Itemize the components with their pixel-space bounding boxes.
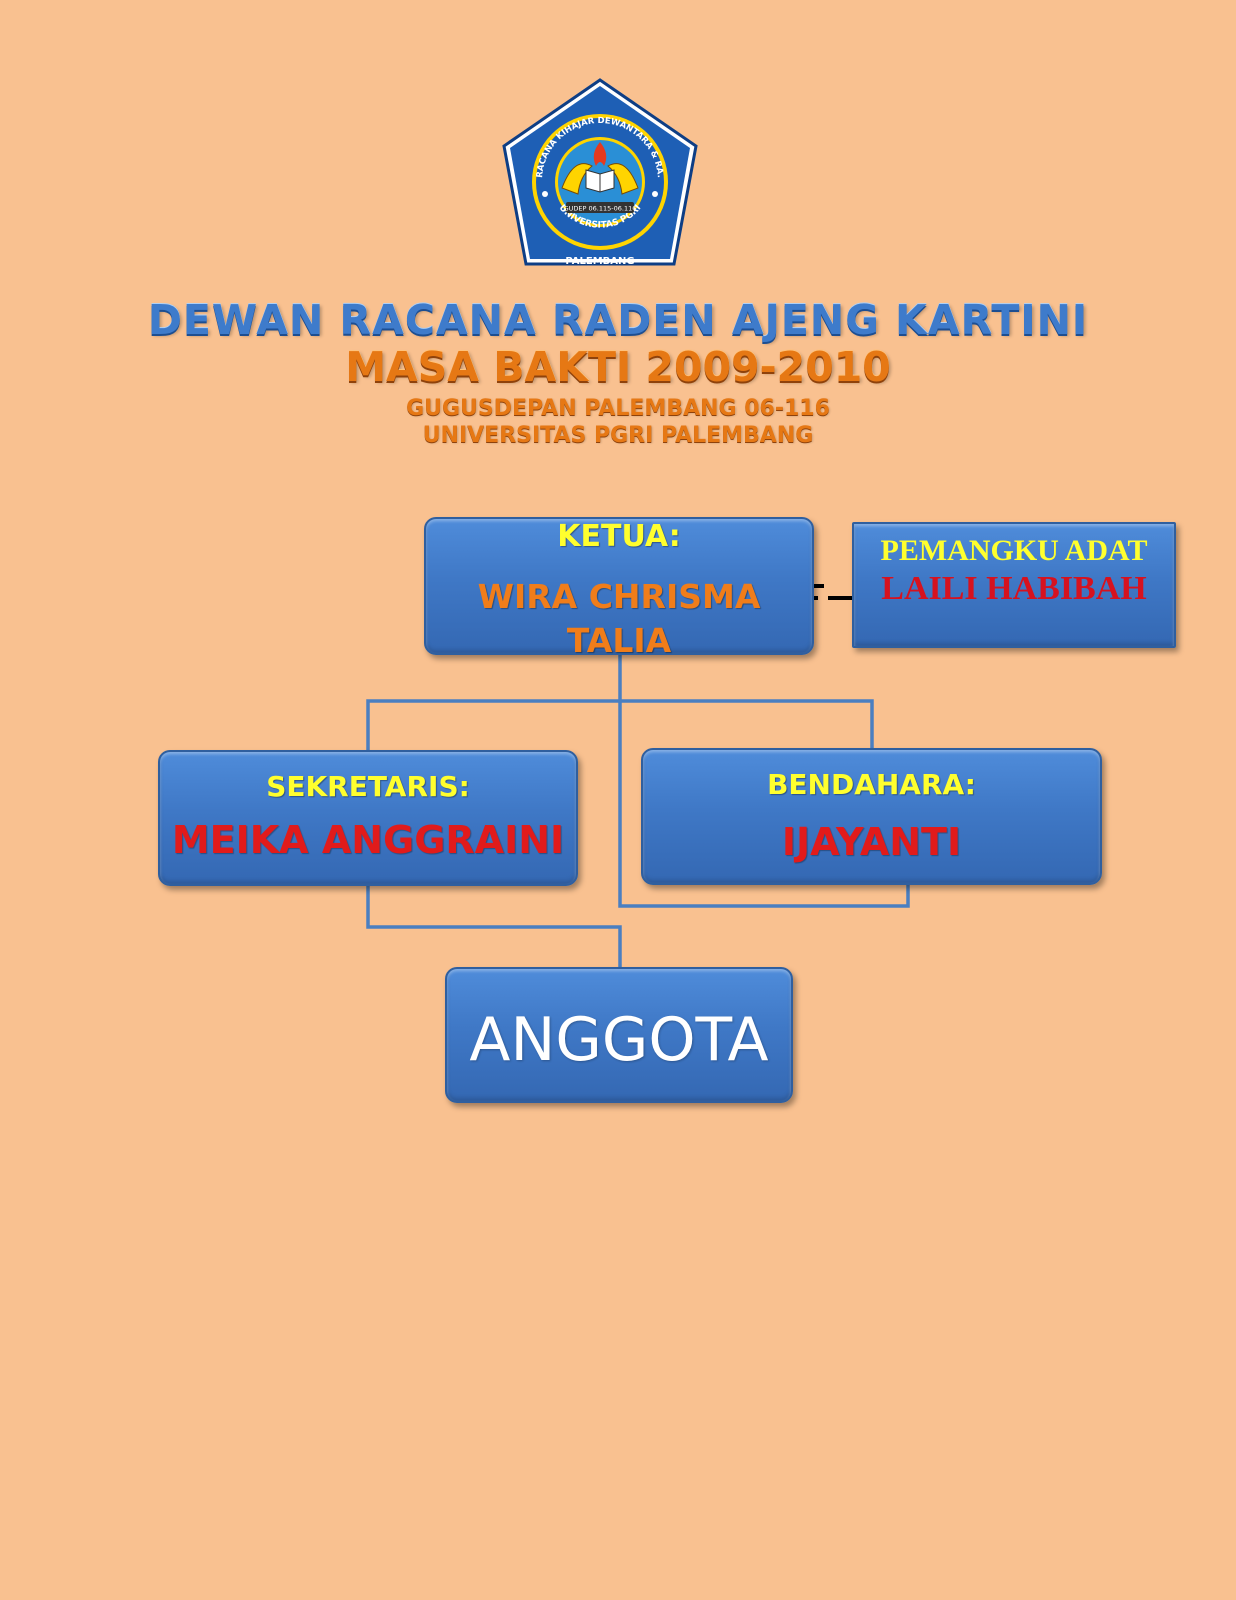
connector-sekretaris-anggota — [366, 886, 622, 967]
node-pemangku-adat: PEMANGKU ADAT LAILI HABIBAH — [852, 522, 1176, 648]
header-university: UNIVERSITAS PGRI PALEMBANG — [422, 423, 814, 448]
header-period: MASA BAKTI 2009-2010 — [345, 343, 891, 391]
bendahara-name: IJAYANTI — [781, 820, 962, 864]
sekretaris-name: MEIKA ANGGRAINI — [171, 818, 565, 862]
emblem-ribbon-text: GUDEP 06.115-06.116 — [564, 205, 637, 213]
scout-emblem-logo: DEWAN RACANA KIHAJAR DEWANTARA & RA.KART… — [496, 71, 700, 283]
header-title: DEWAN RACANA RADEN AJENG KARTINI — [147, 296, 1089, 344]
pemangku-adat-label: PEMANGKU ADAT — [880, 534, 1148, 567]
pemangku-adat-name: LAILI HABIBAH — [881, 570, 1147, 607]
connector-ketua-branch — [366, 699, 874, 750]
node-anggota: ANGGOTA — [445, 967, 793, 1103]
ketua-label: KETUA: — [557, 519, 681, 554]
emblem-svg: DEWAN RACANA KIHAJAR DEWANTARA & RA.KART… — [496, 71, 698, 267]
node-bendahara: BENDAHARA: IJAYANTI — [641, 748, 1102, 885]
ketua-name: WIRA CHRISMA TALIA — [477, 577, 761, 660]
node-sekretaris: SEKRETARIS: MEIKA ANGGRAINI — [158, 750, 578, 886]
node-ketua: KETUA: WIRA CHRISMA TALIA — [424, 517, 814, 660]
sekretaris-label: SEKRETARIS: — [266, 770, 470, 803]
emblem-bottom-text: PALEMBANG — [565, 256, 634, 267]
bendahara-label: BENDAHARA: — [767, 768, 976, 801]
anggota-label: ANGGOTA — [469, 1005, 769, 1075]
header-gugusdepan: GUGUSDEPAN PALEMBANG 06-116 — [406, 396, 830, 421]
